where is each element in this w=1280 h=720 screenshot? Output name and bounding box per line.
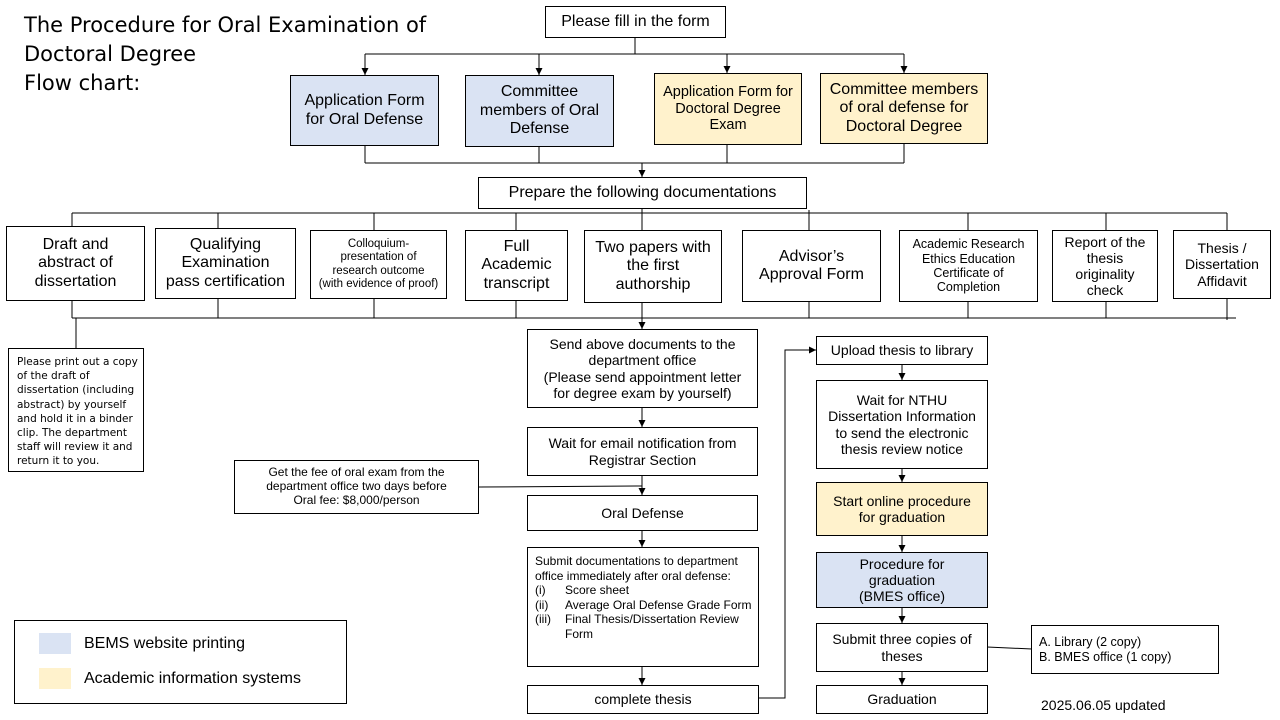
page-title: The Procedure for Oral Examination of Do… bbox=[24, 11, 426, 98]
doc-advisor-approval: Advisor’s Approval Form bbox=[742, 230, 881, 302]
doc-draft-abstract: Draft and abstract of dissertation bbox=[6, 226, 145, 301]
submit-item-text: Score sheet bbox=[565, 583, 630, 597]
doc-originality-report: Report of the thesis originality check bbox=[1052, 230, 1158, 302]
legend: BEMS website printing Academic informati… bbox=[14, 620, 347, 704]
procedure-bmes-box: Procedure for graduation (BMES office) bbox=[816, 552, 988, 608]
doc-thesis-affidavit: Thesis / Dissertation Affidavit bbox=[1173, 230, 1271, 299]
oral-defense-box: Oral Defense bbox=[527, 495, 758, 531]
title-line-3: Flow chart: bbox=[24, 71, 141, 95]
title-line-1: The Procedure for Oral Examination of bbox=[24, 13, 427, 37]
legend-swatch-yellow bbox=[39, 668, 71, 689]
submit-item: (iii) Final Thesis/Dissertation Review F… bbox=[535, 612, 752, 641]
submit-item-number: (ii) bbox=[535, 597, 549, 612]
submit-item: (ii) Average Oral Defense Grade Form bbox=[535, 598, 752, 613]
doc-academic-transcript: Full Academic transcript bbox=[465, 230, 568, 301]
legend-item-blue: BEMS website printing bbox=[39, 633, 245, 654]
oral-fee-note: Get the fee of oral exam from the depart… bbox=[234, 460, 479, 514]
doc-research-ethics: Academic Research Ethics Education Certi… bbox=[899, 230, 1038, 302]
title-line-2: Doctoral Degree bbox=[24, 42, 197, 66]
doc-colloquium: Colloquium- presentation of research out… bbox=[310, 230, 447, 299]
submit-item-text: Final Thesis/Dissertation Review Form bbox=[565, 612, 739, 641]
application-oral-defense-box: Application Form for Oral Defense bbox=[290, 75, 439, 146]
submit-intro: Submit documentations to department offi… bbox=[535, 554, 738, 583]
legend-item-yellow: Academic information systems bbox=[39, 668, 301, 689]
submit-item: (i) Score sheet bbox=[535, 583, 752, 598]
copies-distribution-note: A. Library (2 copy) B. BMES office (1 co… bbox=[1031, 625, 1219, 674]
submit-item-number: (i) bbox=[535, 583, 546, 597]
submit-documentations-box: Submit documentations to department offi… bbox=[527, 547, 759, 667]
committee-doctoral-degree-box: Committee members of oral defense for Do… bbox=[820, 73, 988, 144]
submit-item-text: Average Oral Defense Grade Form bbox=[565, 597, 752, 612]
wait-nthu-box: Wait for NTHU Dissertation Information t… bbox=[816, 380, 988, 469]
submit-copies-box: Submit three copies of theses bbox=[816, 623, 988, 672]
application-doctoral-exam-box: Application Form for Doctoral Degree Exa… bbox=[654, 73, 802, 145]
submit-item-number: (iii) bbox=[535, 612, 551, 626]
draft-print-note: Please print out a copy of the draft of … bbox=[8, 348, 144, 472]
doc-two-papers: Two papers with the first authorship bbox=[584, 230, 722, 303]
fill-form-box: Please fill in the form bbox=[545, 6, 726, 38]
updated-date: 2025.06.05 updated bbox=[1041, 697, 1166, 713]
start-online-procedure-box: Start online procedure for graduation bbox=[816, 482, 988, 536]
prepare-documentations-box: Prepare the following documentations bbox=[478, 177, 807, 209]
send-documents-box: Send above documents to the department o… bbox=[527, 329, 758, 408]
legend-swatch-blue bbox=[39, 633, 71, 654]
upload-thesis-box: Upload thesis to library bbox=[816, 336, 988, 365]
graduation-box: Graduation bbox=[816, 685, 988, 714]
legend-label-blue: BEMS website printing bbox=[84, 634, 245, 652]
doc-qualifying-exam: Qualifying Examination pass certificatio… bbox=[155, 228, 296, 299]
complete-thesis-box: complete thesis bbox=[527, 685, 759, 714]
legend-label-yellow: Academic information systems bbox=[84, 669, 301, 687]
wait-email-box: Wait for email notification from Registr… bbox=[527, 427, 758, 476]
committee-oral-defense-box: Committee members of Oral Defense bbox=[465, 75, 614, 147]
